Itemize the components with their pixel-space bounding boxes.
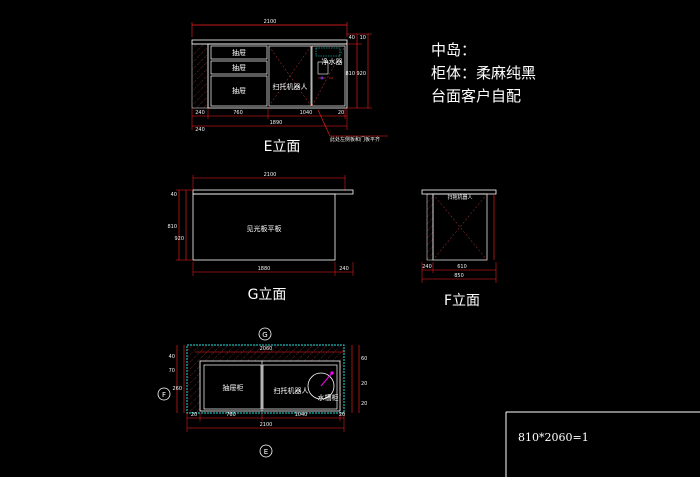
plan-cabinet [199,360,341,412]
f-top-label: 扫拖机器人 [447,194,472,201]
e-drawer-2 [210,60,268,75]
plan-total-dim: 2100 [260,422,273,428]
plan-side-dim-4: 60 [361,356,367,362]
g-side-dim: 240 [339,266,349,272]
plan-bottom-dim-2: 760 [226,412,236,418]
f-hatched-end [426,193,434,261]
g-panel-label: 见光板平板 [247,224,282,233]
plan-side-dim-3: 260 [172,386,182,392]
e-right-dimensions: 40 810 920 10 [345,33,372,109]
e-view-title: E立面 [264,139,301,155]
e-total-dim: 1890 [270,120,283,126]
plan-marker-f-label: F [162,391,166,399]
e-right-dim-4: 10 [360,35,366,41]
elevation-e: 2100 抽屉 抽屉 抽屉 扫托机器人 净水器 [191,19,388,155]
g-left-dim-2: 810 [167,224,177,230]
plan-bottom-dim-3: 1040 [295,412,308,418]
plan-marker-f [157,387,171,401]
e-bottom-dim-1: 240 [195,110,205,116]
f-bottom-dim-1: 240 [422,264,432,270]
plan-marker-e-label: E [264,448,268,456]
elevation-f: 扫拖机器人 240 610 850 F立面 [421,189,497,309]
e-bottom-dim-2: 760 [233,110,243,116]
g-bottom-dim: 1880 [258,266,271,272]
plan-faucet [330,371,334,375]
e-drawer-1-label: 抽屉 [232,48,246,57]
e-right-dim-3: 920 [356,71,366,77]
e-left-dim-extra: 240 [195,127,205,133]
e-right-dim-2: 810 [345,71,355,77]
plan-drawer-cabinet [203,364,262,410]
e-sink-door [311,45,346,107]
note-title: 中岛： [431,41,476,59]
g-left-dim-1: 40 [171,192,177,198]
note-cabinet: 柜体：柔麻纯黑 [431,64,536,82]
e-drawer-1 [210,45,268,60]
g-countertop [192,189,354,195]
plan-drawer-label: 抽屉柜 [223,383,244,392]
plan-dishwasher-label: 扫托机器人 [274,386,309,395]
plan-sink-label: 水槽柜 [318,393,339,402]
e-purifier-label: 净水器 [322,57,343,66]
g-view-title: G立面 [248,287,287,303]
e-countertop [191,39,348,45]
e-overall-dim: 2100 [264,19,277,25]
plan-side-dim-5: 20 [361,381,367,387]
notes-block: 中岛： 柜体：柔麻纯黑 台面客户自配 [431,41,536,105]
e-bottom-dim-4: 20 [338,110,344,116]
e-purifier-box [317,61,329,75]
plan-sink-bowl [307,372,335,400]
f-door [432,193,488,261]
e-callout: 此处左侧板和门板平齐 [330,136,380,143]
plan-dishwasher [262,364,338,410]
e-top-dimension: 2100 [191,19,348,37]
plan-bottom-dim-1: 20 [191,412,197,418]
scale-box: 810*2060=1 [505,411,700,477]
f-bottom-dim-2: 610 [457,264,467,270]
plan-bottom-dim-4: 20 [339,412,345,418]
plan-side-dim-2: 70 [169,368,175,374]
f-total-dim: 850 [454,273,464,279]
plan-marker-e [259,444,273,458]
note-countertop: 台面客户自配 [431,87,521,105]
e-drawer-2-label: 抽屉 [232,63,246,72]
e-end-panel [191,43,209,109]
plan-side-dim-6: 20 [361,401,367,407]
f-view-title: F立面 [444,293,480,309]
plan-view: G 2060 抽屉柜 扫托机器人 水槽柜 F 40 70 260 60 20 2… [157,327,367,458]
elevation-g: 2100 见光板平板 40 810 920 1880 240 G立面 [167,172,354,303]
g-panel [192,193,336,261]
e-drawer-3-label: 抽屉 [232,86,246,95]
e-drawer-3 [210,75,268,107]
e-dishwasher-door [268,45,312,107]
scale-text: 810*2060=1 [518,431,589,444]
plan-marker-g-label: G [262,331,267,339]
f-countertop [421,189,497,195]
plan-marker-g [258,327,272,341]
e-bottom-dim-3: 1040 [300,110,313,116]
g-overall-dim: 2100 [264,172,277,178]
plan-side-dim-1: 40 [169,354,175,360]
e-right-dim-1: 40 [349,35,355,41]
e-sink-basin [315,47,341,57]
e-dishwasher-label: 扫托机器人 [273,82,308,91]
g-left-dim-3: 920 [174,236,184,242]
e-bottom-dimensions: 240 760 1040 20 1890 240 [191,108,348,133]
